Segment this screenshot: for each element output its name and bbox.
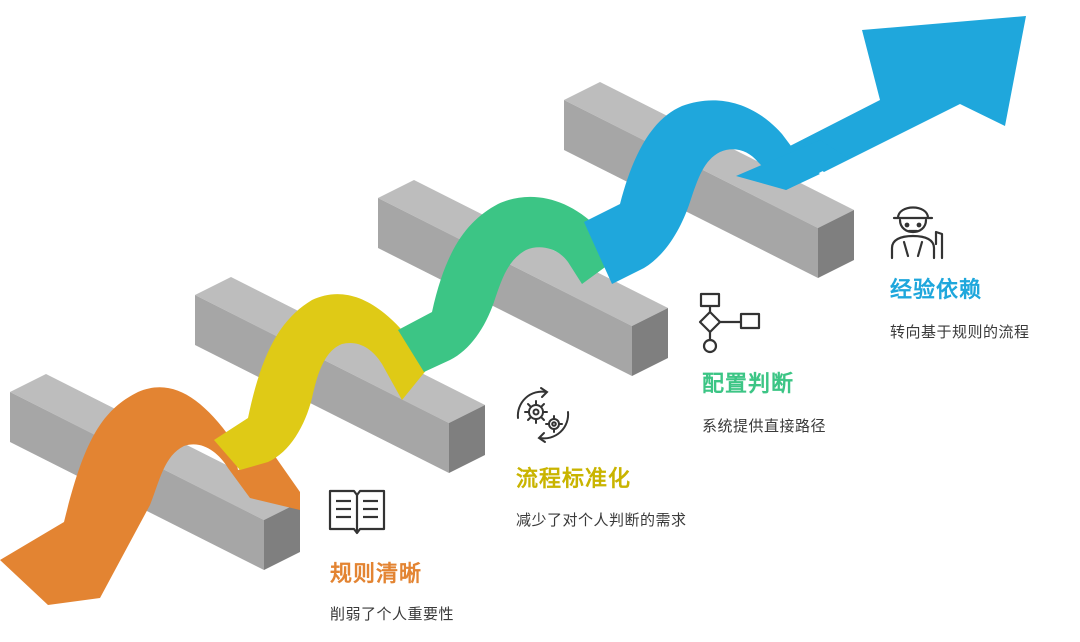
stage-4-title: 经验依赖 xyxy=(890,278,983,303)
flowchart-icon xyxy=(698,292,761,354)
stage-3-description: 系统提供直接路径 xyxy=(702,417,827,435)
stage-1-description: 削弱了个人重要性 xyxy=(330,605,455,623)
stage-1-title: 规则清晰 xyxy=(330,562,423,587)
worker-icon xyxy=(890,206,944,260)
stage-3-title: 配置判断 xyxy=(702,372,795,397)
stage-2-description: 减少了对个人判断的需求 xyxy=(516,511,687,529)
arrow-head xyxy=(786,16,1026,172)
stage-2-title: 流程标准化 xyxy=(516,467,632,492)
open-book-icon xyxy=(328,489,386,535)
ribbon-segment-3 xyxy=(398,196,612,372)
ribbon-connector xyxy=(736,140,848,190)
stage-4-description: 转向基于规则的流程 xyxy=(890,323,1030,341)
ribbon-segment-2 xyxy=(214,294,428,470)
gears-cycle-icon xyxy=(516,387,570,443)
ribbon-segment-4 xyxy=(584,100,820,285)
